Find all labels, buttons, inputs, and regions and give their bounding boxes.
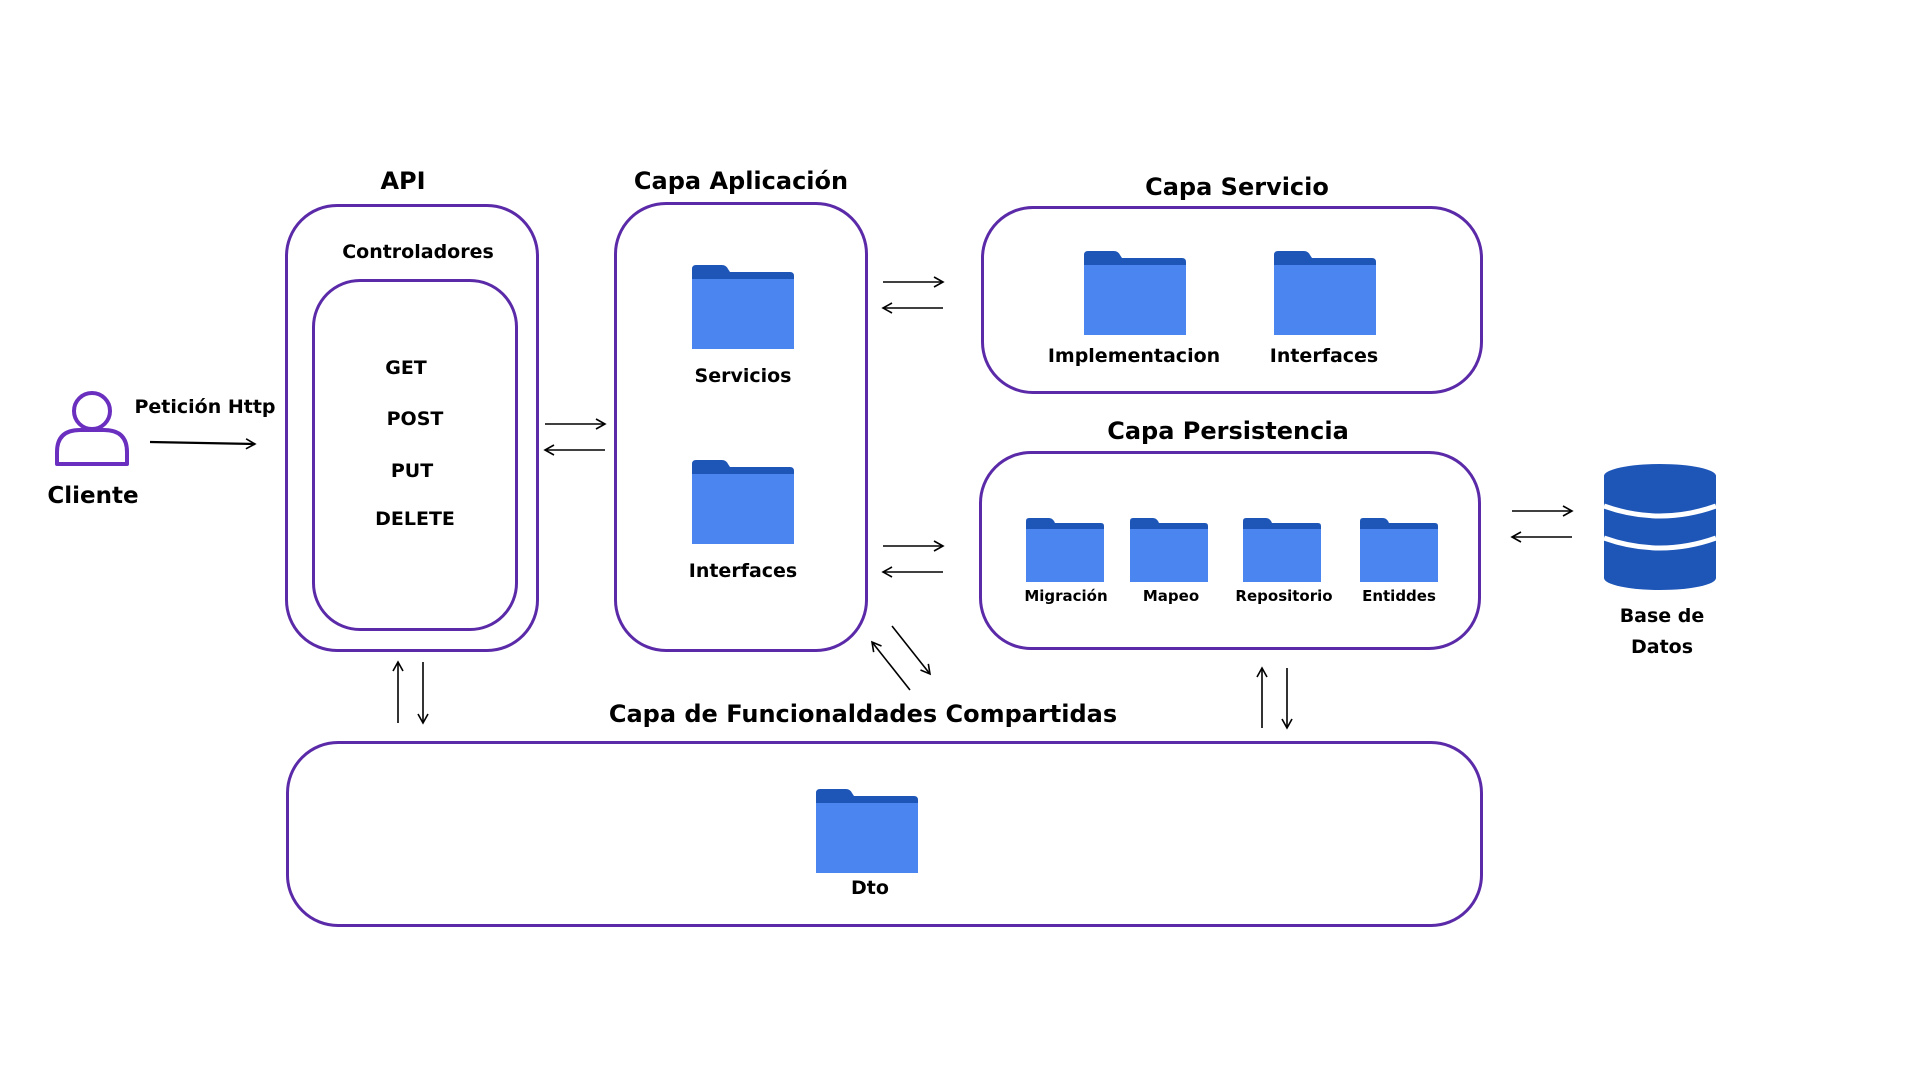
folder-icon: [1274, 251, 1376, 335]
database-label-line1: Base de: [1619, 605, 1705, 627]
controllers-box: GET POST PUT DELETE: [312, 279, 518, 631]
servicio-title: Capa Servicio: [1145, 173, 1329, 201]
compartidas-title: Capa de Funcionaldades Compartidas: [608, 700, 1118, 728]
compartidas-folder-dto-label: Dto: [851, 877, 889, 899]
folder-icon: [816, 789, 918, 873]
aplicacion-folder-interfaces-label: Interfaces: [688, 560, 798, 582]
folder-icon: [1360, 518, 1438, 582]
servicio-layer-box: Implementacion Interfaces: [981, 206, 1483, 394]
api-subtitle: Controladores: [342, 241, 494, 263]
folder-icon: [692, 265, 794, 349]
persistencia-folder-repositorio-label: Repositorio: [1235, 587, 1333, 605]
api-title: API: [380, 167, 426, 195]
arrow-compartidas-to-aplicacion: [870, 640, 911, 691]
persistencia-layer-box: Migración Mapeo Repositorio Entiddes: [979, 451, 1481, 650]
database-label-line2: Datos: [1630, 636, 1694, 658]
aplicacion-title: Capa Aplicación: [633, 167, 849, 195]
method-delete: DELETE: [375, 508, 455, 530]
persistencia-folder-mapeo-label: Mapeo: [1142, 587, 1200, 605]
servicio-folder-implementacion-label: Implementacion: [1047, 345, 1221, 367]
method-put: PUT: [390, 460, 434, 482]
folder-icon: [1243, 518, 1321, 582]
client-label: Cliente: [47, 483, 139, 509]
method-post: POST: [386, 408, 444, 430]
aplicacion-layer-box: Servicios Interfaces: [614, 202, 868, 652]
persistencia-folder-migracion-label: Migración: [1024, 587, 1108, 605]
folder-icon: [1130, 518, 1208, 582]
aplicacion-folder-servicios-label: Servicios: [694, 365, 792, 387]
method-get: GET: [385, 357, 427, 379]
client-arrow-label: Petición Http: [134, 396, 276, 418]
compartidas-layer-box: Dto: [286, 741, 1483, 927]
folder-icon: [1026, 518, 1104, 582]
persistencia-folder-entiddes-label: Entiddes: [1362, 587, 1436, 605]
folder-icon: [692, 460, 794, 544]
user-icon: [55, 391, 129, 466]
arrow-aplicacion-to-compartidas: [891, 625, 932, 676]
database-icon: [1603, 464, 1717, 590]
folder-icon: [1084, 251, 1186, 335]
api-layer-box: Controladores GET POST PUT DELETE: [285, 204, 539, 652]
persistencia-title: Capa Persistencia: [1107, 417, 1349, 445]
servicio-folder-interfaces-label: Interfaces: [1269, 345, 1379, 367]
arrow-client-to-api: [149, 438, 257, 450]
